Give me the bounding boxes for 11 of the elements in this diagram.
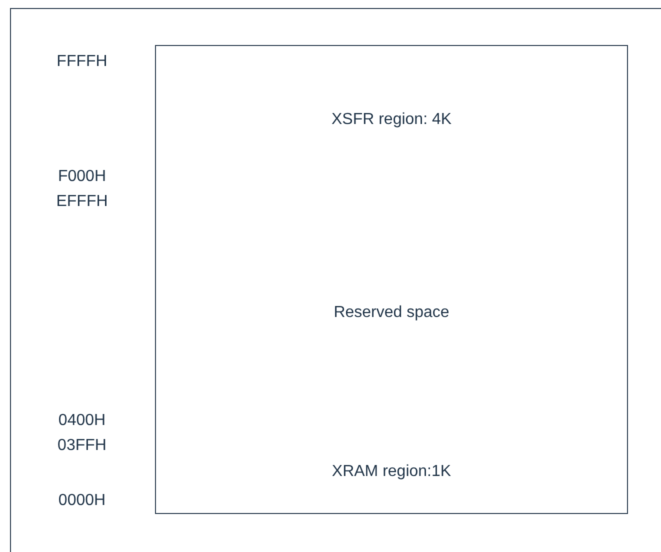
region-label: XSFR region: 4K xyxy=(331,111,452,129)
region-label: XRAM region:1K xyxy=(332,463,452,481)
region-label: Reserved space xyxy=(334,304,450,322)
memory-region-box xyxy=(155,45,628,195)
address-label: 03FFH xyxy=(56,437,108,455)
memory-region-box xyxy=(155,431,628,514)
address-label: FFFFH xyxy=(56,53,108,71)
address-label: F000H xyxy=(56,168,108,186)
address-label: 0000H xyxy=(57,492,107,510)
address-label: 0400H xyxy=(57,412,107,430)
address-label: EFFFH xyxy=(55,193,109,211)
